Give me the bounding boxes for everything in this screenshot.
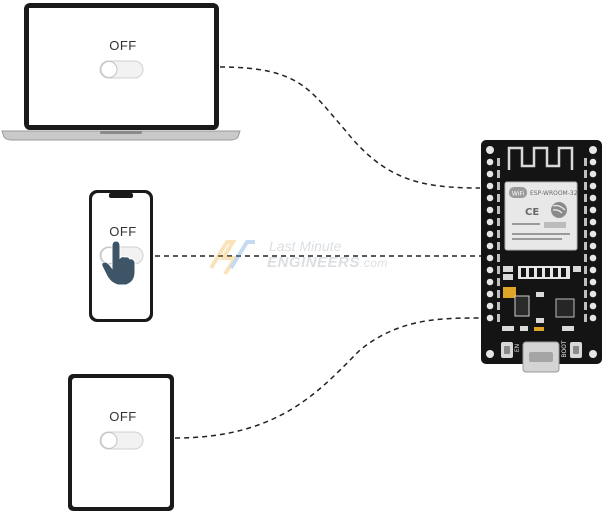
tablet-state-label: OFF [109, 409, 137, 424]
phone-notch [109, 193, 133, 198]
module-fine-print [512, 223, 570, 240]
micro-usb-port[interactable] [522, 341, 560, 373]
pcb-antenna-trace [507, 146, 574, 170]
phone-state-label: OFF [109, 224, 137, 239]
watermark: Last Minute ENGINEERS.com [203, 232, 423, 276]
esp32-board: WiFi ESP-WROOM-32 CE [481, 140, 602, 373]
watermark-line2: ENGINEERS.com [267, 254, 388, 271]
module-name-text: ESP-WROOM-32 [530, 190, 578, 197]
module-qr-mark [544, 222, 566, 228]
espressif-logo-icon [551, 202, 567, 218]
en-button[interactable] [501, 342, 513, 358]
left-pin-header [486, 146, 494, 358]
svg-text:WiFi: WiFi [512, 191, 524, 198]
laptop-trackpad-notch [100, 131, 142, 134]
ce-mark-text: CE [525, 207, 539, 218]
phone [89, 190, 153, 322]
pointing-hand-icon [101, 240, 136, 286]
laptop-base [1, 130, 241, 141]
watermark-logo-icon [209, 240, 255, 276]
boot-button-label: BOOT [561, 340, 568, 357]
watermark-suffix: .com [359, 256, 388, 270]
laptop [1, 3, 241, 141]
tablet-connection-line [174, 317, 483, 439]
wifi-logo-icon: WiFi [509, 187, 527, 198]
laptop-toggle-knob[interactable] [100, 61, 118, 78]
pin-labels [497, 158, 587, 322]
laptop-connection-line [219, 66, 481, 189]
en-button-label: EN [514, 344, 521, 352]
boot-button[interactable] [570, 342, 582, 358]
watermark-brand: ENGINEERS [267, 254, 360, 271]
tablet-toggle-knob[interactable] [100, 432, 118, 449]
laptop-state-label: OFF [109, 38, 137, 53]
smd-components [502, 266, 581, 331]
watermark-line1: Last Minute [269, 238, 342, 254]
tablet [68, 374, 174, 511]
right-pin-header [589, 146, 597, 358]
